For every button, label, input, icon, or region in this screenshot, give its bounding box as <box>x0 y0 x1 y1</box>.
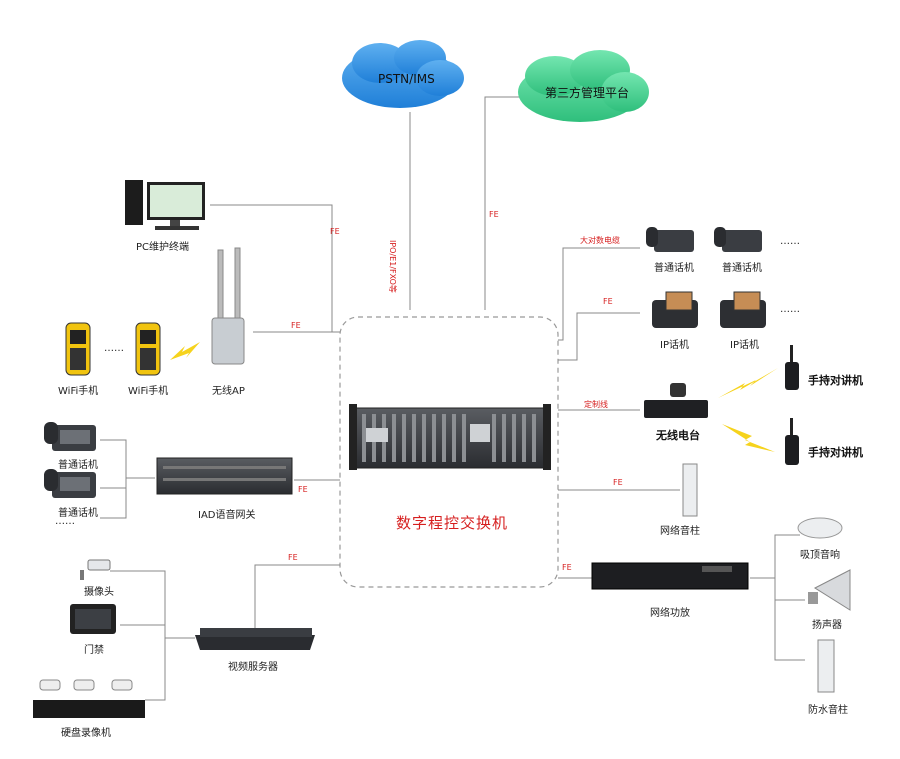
third-party-cloud-label: 第三方管理平台 <box>545 86 630 100</box>
fe-label-ip-phones: FE <box>603 297 613 306</box>
radio-bolt-bottom-icon <box>722 424 775 452</box>
fe-label-iad: FE <box>298 485 308 494</box>
video-server-label: 视频服务器 <box>228 662 278 673</box>
ip-phone-ellipsis: …… <box>780 304 800 315</box>
wifi-phone-1-icon <box>65 322 91 376</box>
ceiling-speaker-icon <box>797 517 843 539</box>
ordinary-phone-right-1-label: 普通话机 <box>654 263 694 274</box>
camera-label: 摄像头 <box>84 587 114 598</box>
wifi-phone-2-icon <box>135 322 161 376</box>
wireless-ap-icon <box>211 247 245 365</box>
fe-label-video-server: FE <box>288 553 298 562</box>
fe-label-ap: FE <box>291 321 301 330</box>
wifi-bolt-icon <box>170 342 200 360</box>
radio-station-icon <box>644 383 708 418</box>
connection-lines <box>100 96 805 701</box>
radio-station-label: 无线电台 <box>656 429 700 442</box>
line-third-party <box>484 96 522 310</box>
ordinary-phone-right-ellipsis: …… <box>780 236 800 247</box>
ip-phone-1-label: IP话机 <box>660 340 689 351</box>
camera-icon <box>80 559 111 580</box>
radio-bolt-top-icon <box>718 368 778 398</box>
network-column-label: 网络音柱 <box>660 526 700 537</box>
ordinary-phone-left-ellipsis: …… <box>55 516 75 527</box>
ip-phone-2-icon <box>720 291 766 328</box>
nvr-icon <box>33 679 145 718</box>
door-access-icon <box>70 604 116 634</box>
pstn-cloud-label: PSTN/IMS <box>378 72 435 86</box>
iad-label: IAD语音网关 <box>198 510 256 521</box>
ceiling-speaker-label: 吸顶音响 <box>800 550 840 561</box>
ordinary-phone-right-2-label: 普通话机 <box>722 263 762 274</box>
network-column-icon <box>682 463 698 517</box>
fe-label-column: FE <box>613 478 623 487</box>
door-access-label: 门禁 <box>84 645 104 656</box>
line-speakers <box>774 534 805 661</box>
handheld-radio-2-label: 手持对讲机 <box>808 446 863 459</box>
ordinary-phone-left-2-icon <box>44 469 96 498</box>
pc-label: PC维护终端 <box>136 242 190 253</box>
ordinary-phone-right-2-icon <box>714 227 762 252</box>
handheld-radio-1-icon <box>785 345 799 390</box>
wifi-phone-ellipsis: …… <box>104 343 124 354</box>
horn-icon <box>808 569 851 611</box>
third-party-cloud <box>518 50 649 122</box>
fe-label-third-party: FE <box>489 210 499 219</box>
line-phones-iad <box>100 439 127 519</box>
waterproof-column-icon <box>817 639 835 693</box>
fe-label-pc: FE <box>330 227 340 236</box>
analog-trunk-label: 大对数电缆 <box>580 236 620 245</box>
handheld-radio-2-icon <box>785 418 799 465</box>
ip-phone-1-icon <box>652 291 698 328</box>
core-switch <box>349 404 551 470</box>
handheld-radio-1-label: 手持对讲机 <box>808 374 863 387</box>
fe-label-amp: FE <box>562 563 572 572</box>
wifi-phone-2-label: WiFi手机 <box>128 386 169 397</box>
pc-terminal-icon <box>125 180 205 230</box>
nvr-label: 硬盘录像机 <box>61 728 111 739</box>
amplifier-icon <box>591 562 749 590</box>
ordinary-phone-left-1-label: 普通话机 <box>58 460 98 471</box>
wireless-links <box>170 342 778 452</box>
line-analog-trunk <box>558 247 640 341</box>
iad-gateway-icon <box>156 457 293 495</box>
core-boundary <box>339 316 559 588</box>
line-video-server <box>254 564 340 628</box>
waterproof-column-label: 防水音柱 <box>808 705 848 716</box>
pstn-cloud <box>342 40 464 108</box>
ordinary-phone-left-2-label: 普通话机 <box>58 508 98 519</box>
line-pc <box>210 204 340 333</box>
dedicated-line-label: 定制线 <box>584 400 608 409</box>
wifi-phone-1-label: WiFi手机 <box>58 386 99 397</box>
core-switch-label: 数字程控交换机 <box>396 514 509 532</box>
wireless-ap-label: 无线AP <box>212 386 245 397</box>
amplifier-label: 网络功放 <box>650 608 690 619</box>
video-server-icon <box>195 628 315 650</box>
ip-phone-2-label: IP话机 <box>730 340 759 351</box>
trunk-label: IPO/E1/FXO等 <box>388 240 397 293</box>
ordinary-phone-left-1-icon <box>44 422 96 451</box>
horn-label: 扬声器 <box>812 620 842 631</box>
line-cam <box>110 570 166 701</box>
ordinary-phone-right-1-icon <box>646 227 694 252</box>
line-ip-phones <box>558 312 640 361</box>
